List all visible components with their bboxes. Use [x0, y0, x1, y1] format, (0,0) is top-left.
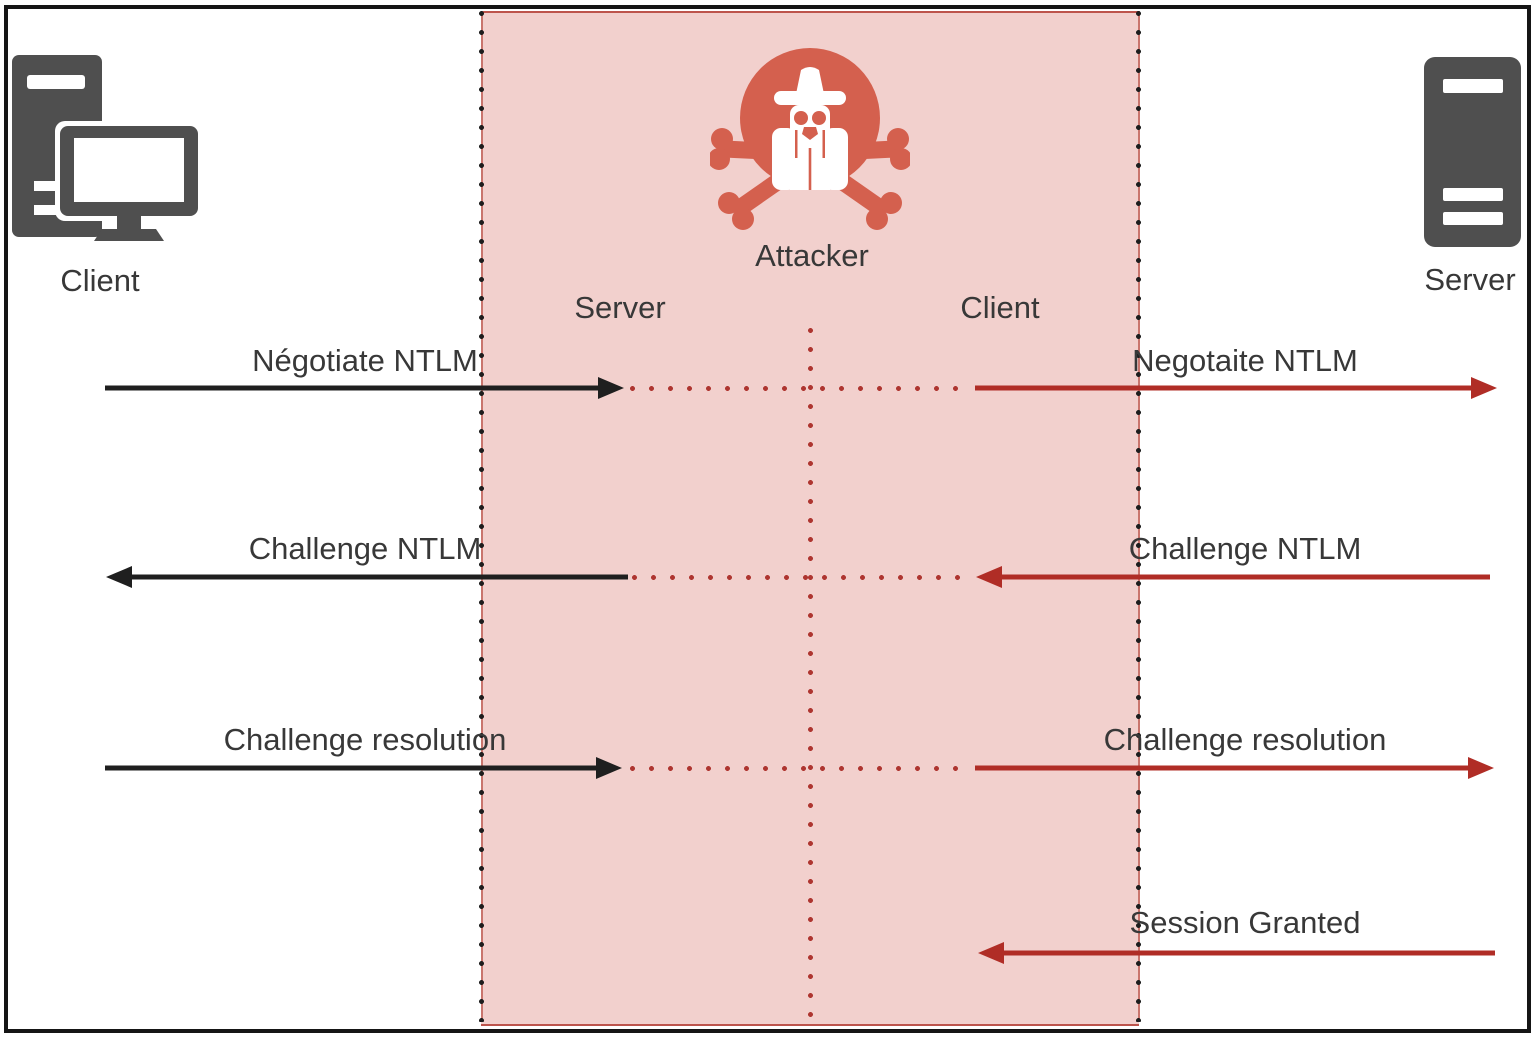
arrow-shaft — [996, 574, 1490, 580]
relay-dotted-segment-2 — [632, 575, 970, 580]
arrow-resolution-attacker-to-server — [975, 757, 1494, 779]
arrow-shaft — [998, 950, 1495, 956]
arrowhead-right-icon — [1471, 377, 1497, 399]
message-label-session-granted: Session Granted — [1129, 905, 1361, 940]
arrowhead-right-icon — [596, 757, 622, 779]
message-label-resolution-server: Challenge resolution — [1103, 722, 1387, 757]
arrow-shaft — [105, 385, 604, 391]
arrow-challenge-server-to-attacker — [976, 566, 1490, 588]
attacker-lifeline-divider — [808, 328, 813, 1022]
arrow-shaft — [126, 574, 628, 580]
arrow-shaft — [975, 765, 1474, 771]
message-label-negotiate-server: Negotaite NTLM — [1132, 343, 1358, 378]
message-label-challenge-client: Challenge NTLM — [248, 531, 482, 566]
arrow-session-granted-server-to-attacker — [978, 942, 1495, 964]
arrow-negotiate-client-to-attacker — [105, 377, 624, 399]
arrowhead-left-icon — [976, 566, 1002, 588]
message-label-negotiate-client: Négotiate NTLM — [252, 343, 478, 378]
server-tower-icon — [1424, 57, 1521, 247]
arrow-resolution-client-to-attacker — [105, 757, 622, 779]
server-actor-label: Server — [1424, 262, 1516, 297]
attacker-client-side-label: Client — [960, 290, 1040, 325]
spy-crossbones-icon — [710, 48, 910, 230]
message-label-resolution-client: Challenge resolution — [223, 722, 507, 757]
attacker-actor-label: Attacker — [755, 238, 869, 273]
relay-dotted-segment-3 — [630, 766, 970, 771]
relay-dotted-segment-1 — [630, 386, 970, 391]
attacker-server-side-label: Server — [574, 290, 666, 325]
workstation-icon — [12, 55, 198, 241]
arrowhead-left-icon — [978, 942, 1004, 964]
attacker-zone-right-border — [1136, 11, 1141, 1022]
message-label-challenge-server: Challenge NTLM — [1128, 531, 1362, 566]
arrowhead-right-icon — [598, 377, 624, 399]
client-actor-label: Client — [60, 263, 140, 298]
arrowhead-left-icon — [106, 566, 132, 588]
attacker-zone-left-border — [479, 11, 484, 1022]
arrow-negotiate-attacker-to-server — [975, 377, 1497, 399]
arrowhead-right-icon — [1468, 757, 1494, 779]
arrow-shaft — [105, 765, 602, 771]
arrow-challenge-attacker-to-client — [106, 566, 628, 588]
arrow-shaft — [975, 385, 1477, 391]
